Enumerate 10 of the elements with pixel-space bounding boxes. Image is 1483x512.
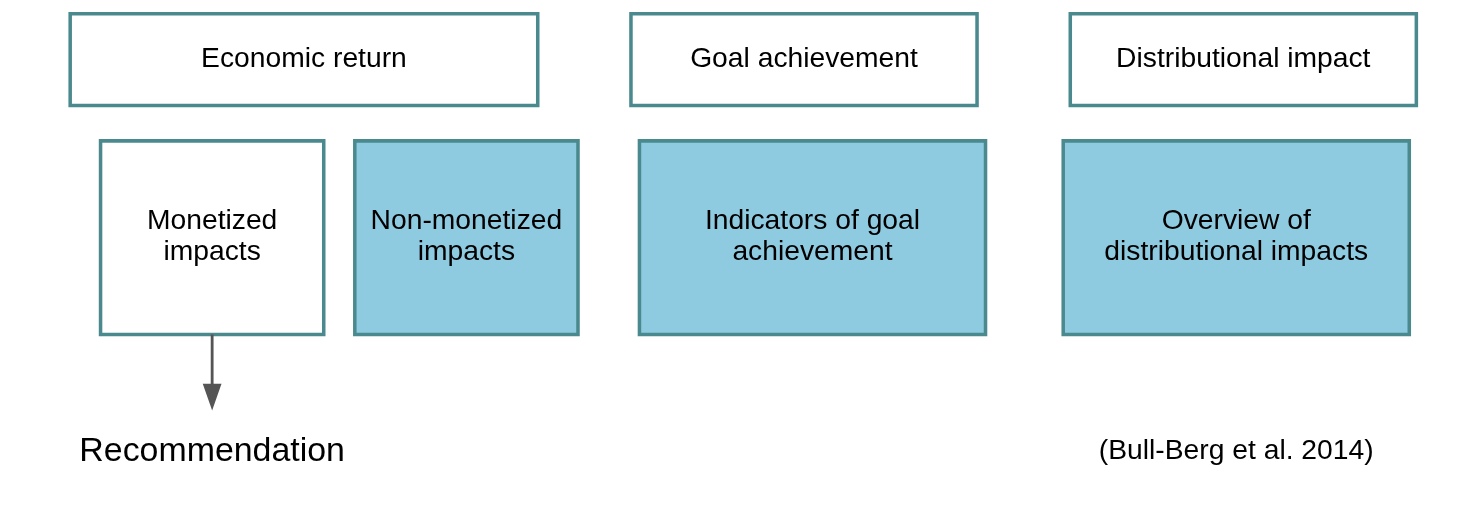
arrow	[202, 334, 222, 411]
node-box: Non-monetized impacts	[353, 139, 580, 337]
node-box: Economic return	[68, 12, 540, 108]
node-box: Distributional impact	[1068, 12, 1419, 108]
node-box: Overview of distributional impacts	[1061, 139, 1412, 337]
label: (Bull-Berg et al. 2014)	[1098, 433, 1374, 466]
node-box: Monetized impacts	[98, 139, 326, 337]
node-box: Goal achievement	[629, 12, 979, 108]
node-text: Recommendation	[79, 430, 345, 469]
node-box: Indicators of goal achievement	[637, 139, 988, 337]
